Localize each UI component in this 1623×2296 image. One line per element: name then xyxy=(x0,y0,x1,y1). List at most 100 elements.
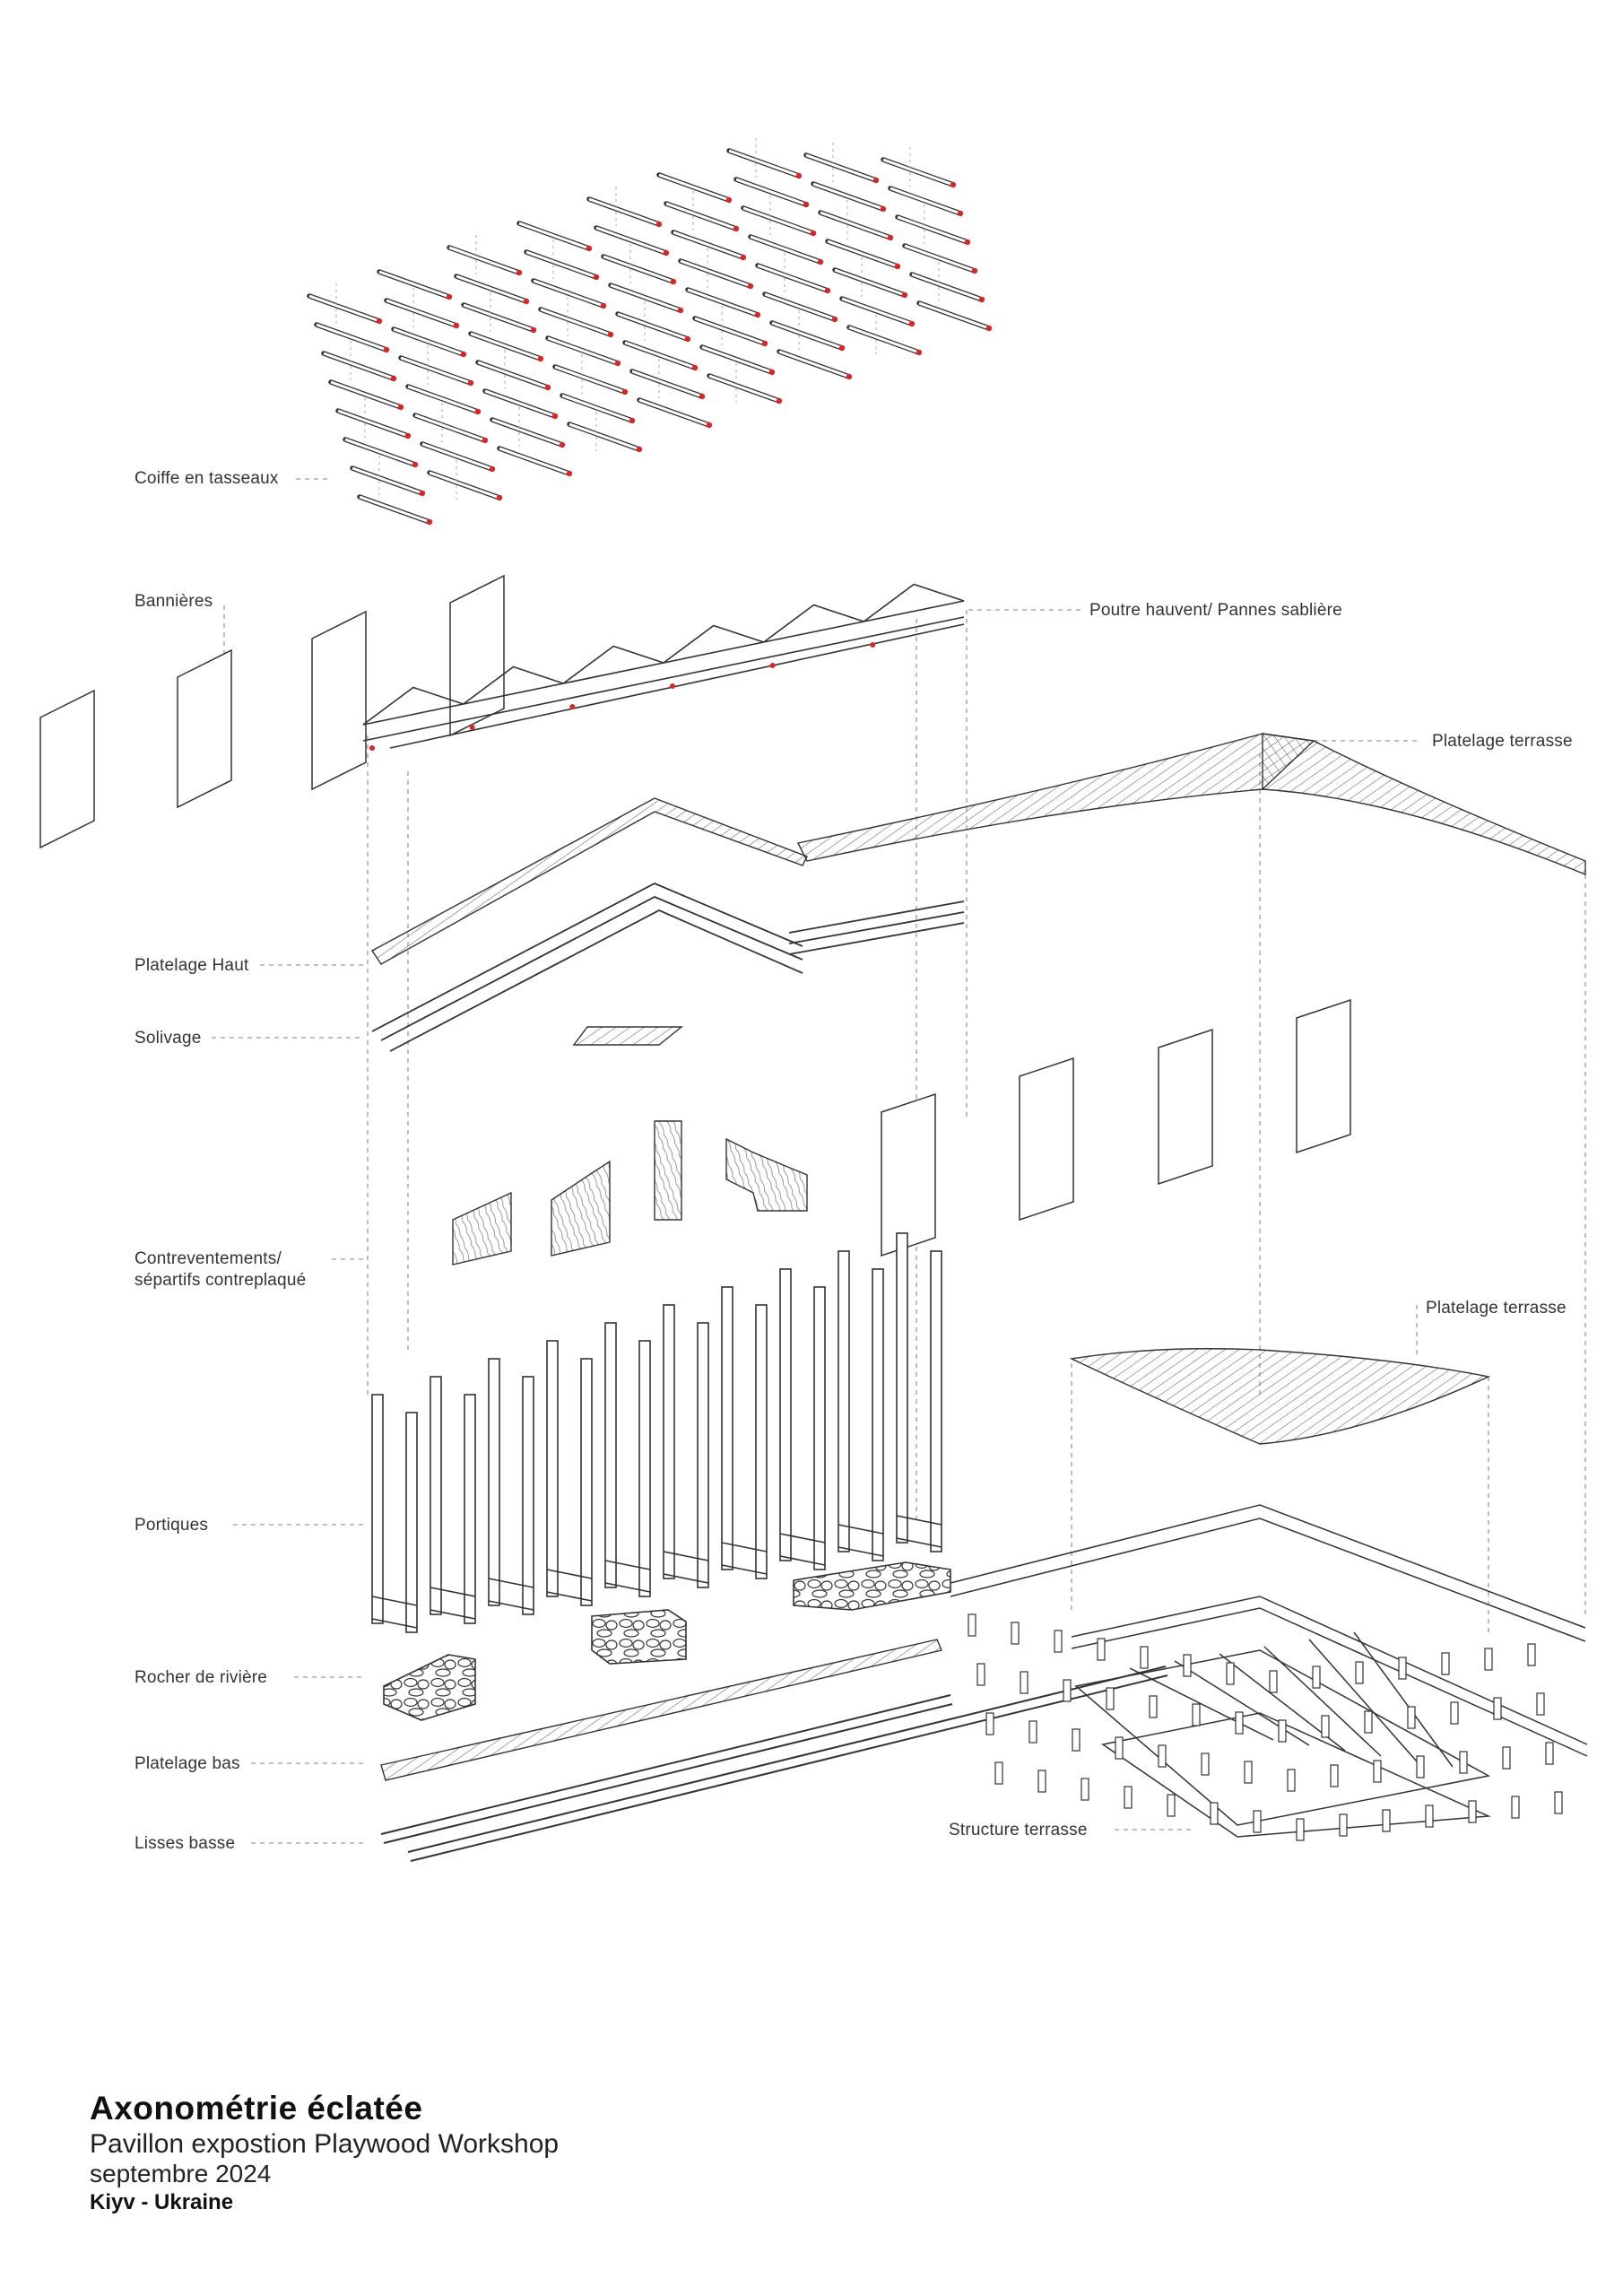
bottom-sills xyxy=(380,1665,1168,1862)
post xyxy=(1037,1770,1046,1793)
beam-cap xyxy=(769,663,776,668)
terrace-frame-mid xyxy=(1071,1596,1588,1745)
batten-fill xyxy=(771,321,843,350)
portal-post xyxy=(522,1376,534,1615)
truss-bottom-chord-b xyxy=(389,623,965,749)
post xyxy=(968,1613,976,1637)
batten-cap xyxy=(957,210,964,217)
batten-cap xyxy=(607,331,614,338)
batten-cap xyxy=(397,404,404,411)
batten-cap xyxy=(699,393,706,400)
truss-bottom-chord-a xyxy=(362,616,965,742)
batten-fill xyxy=(407,385,479,413)
batten-cap xyxy=(725,196,733,204)
portal-post xyxy=(405,1412,418,1633)
portal-post xyxy=(755,1304,768,1579)
batten-cap xyxy=(691,364,699,371)
truss-web xyxy=(663,624,764,664)
post xyxy=(1296,1818,1305,1841)
portal-rail xyxy=(546,1569,593,1579)
truss-web xyxy=(463,665,564,705)
batten-fill xyxy=(421,442,493,471)
portal-post xyxy=(930,1250,942,1552)
batten-fill xyxy=(323,352,395,380)
label-bannieres: Bannières xyxy=(135,592,213,611)
post xyxy=(1511,1796,1520,1819)
batten-fill xyxy=(638,398,710,427)
post xyxy=(1287,1769,1296,1792)
banners-left xyxy=(39,574,505,849)
batten-cap xyxy=(810,230,817,237)
batten-cap xyxy=(964,239,971,246)
drawing-date: septembre 2024 xyxy=(90,2160,272,2187)
batten-cap xyxy=(537,355,544,362)
batten-cap xyxy=(383,346,390,353)
batten-cap xyxy=(663,249,670,257)
beam-cap xyxy=(870,642,876,648)
portal-rail xyxy=(371,1596,418,1606)
batten-cap xyxy=(516,269,523,276)
post xyxy=(1407,1706,1416,1729)
batten-fill xyxy=(568,422,640,451)
batten-fill xyxy=(352,466,423,495)
batten-cap xyxy=(978,296,985,303)
batten-cap xyxy=(901,291,908,299)
batten-cap xyxy=(586,245,593,252)
batten-cap xyxy=(670,278,677,285)
post xyxy=(1493,1697,1502,1720)
batten-cap xyxy=(747,283,754,290)
terrace-brace xyxy=(1129,1667,1274,1741)
portal-rail xyxy=(838,1524,884,1535)
terrace-brace xyxy=(1353,1631,1454,1768)
post xyxy=(1167,1794,1176,1817)
post xyxy=(1450,1701,1459,1725)
batten-fill xyxy=(477,361,549,389)
batten-fill xyxy=(841,297,913,326)
terrace-brace xyxy=(1308,1639,1418,1762)
batten-cap xyxy=(754,311,761,318)
post xyxy=(1425,1805,1434,1828)
batten-fill xyxy=(429,471,500,500)
post xyxy=(1416,1755,1425,1779)
batten-fill xyxy=(337,409,409,438)
portal-post xyxy=(580,1358,593,1606)
label-coiffe: Coiffe en tasseaux xyxy=(135,469,279,488)
post xyxy=(1183,1654,1192,1677)
batten-cap xyxy=(460,351,467,358)
batten-cap xyxy=(593,274,600,281)
batten-fill xyxy=(588,197,660,226)
post xyxy=(1158,1744,1167,1768)
beam-cap xyxy=(569,704,576,709)
batten-cap xyxy=(426,518,433,526)
post xyxy=(1554,1791,1563,1814)
beam-cap xyxy=(369,745,375,751)
batten-cap xyxy=(614,360,621,367)
batten-fill xyxy=(344,438,416,466)
batten-cap xyxy=(390,375,397,382)
batten-fill xyxy=(631,370,703,398)
batten-cap xyxy=(482,437,489,444)
batten-fill xyxy=(757,264,829,292)
batten-fill xyxy=(617,312,689,341)
batten-fill xyxy=(820,211,891,239)
batten-cap xyxy=(404,432,412,439)
label-platelage-terrasse-haut: Platelage terrasse xyxy=(1432,732,1573,751)
post xyxy=(1063,1679,1072,1702)
batten-cap xyxy=(621,388,629,396)
beam-cap xyxy=(469,725,475,730)
batten-cap xyxy=(894,263,901,270)
portal-post xyxy=(779,1268,792,1561)
batten-fill xyxy=(624,341,696,370)
label-platelage-terrasse-bas: Platelage terrasse xyxy=(1426,1299,1567,1318)
batten-cap xyxy=(824,287,831,294)
batten-fill xyxy=(561,394,633,422)
river-rocks xyxy=(383,1561,951,1721)
post xyxy=(1028,1720,1037,1744)
post xyxy=(1192,1703,1201,1726)
post xyxy=(976,1663,985,1686)
batten-cap xyxy=(655,221,663,228)
post xyxy=(1081,1778,1089,1801)
batten-cap xyxy=(489,465,496,473)
post xyxy=(1253,1810,1262,1833)
portal-post xyxy=(430,1376,442,1615)
